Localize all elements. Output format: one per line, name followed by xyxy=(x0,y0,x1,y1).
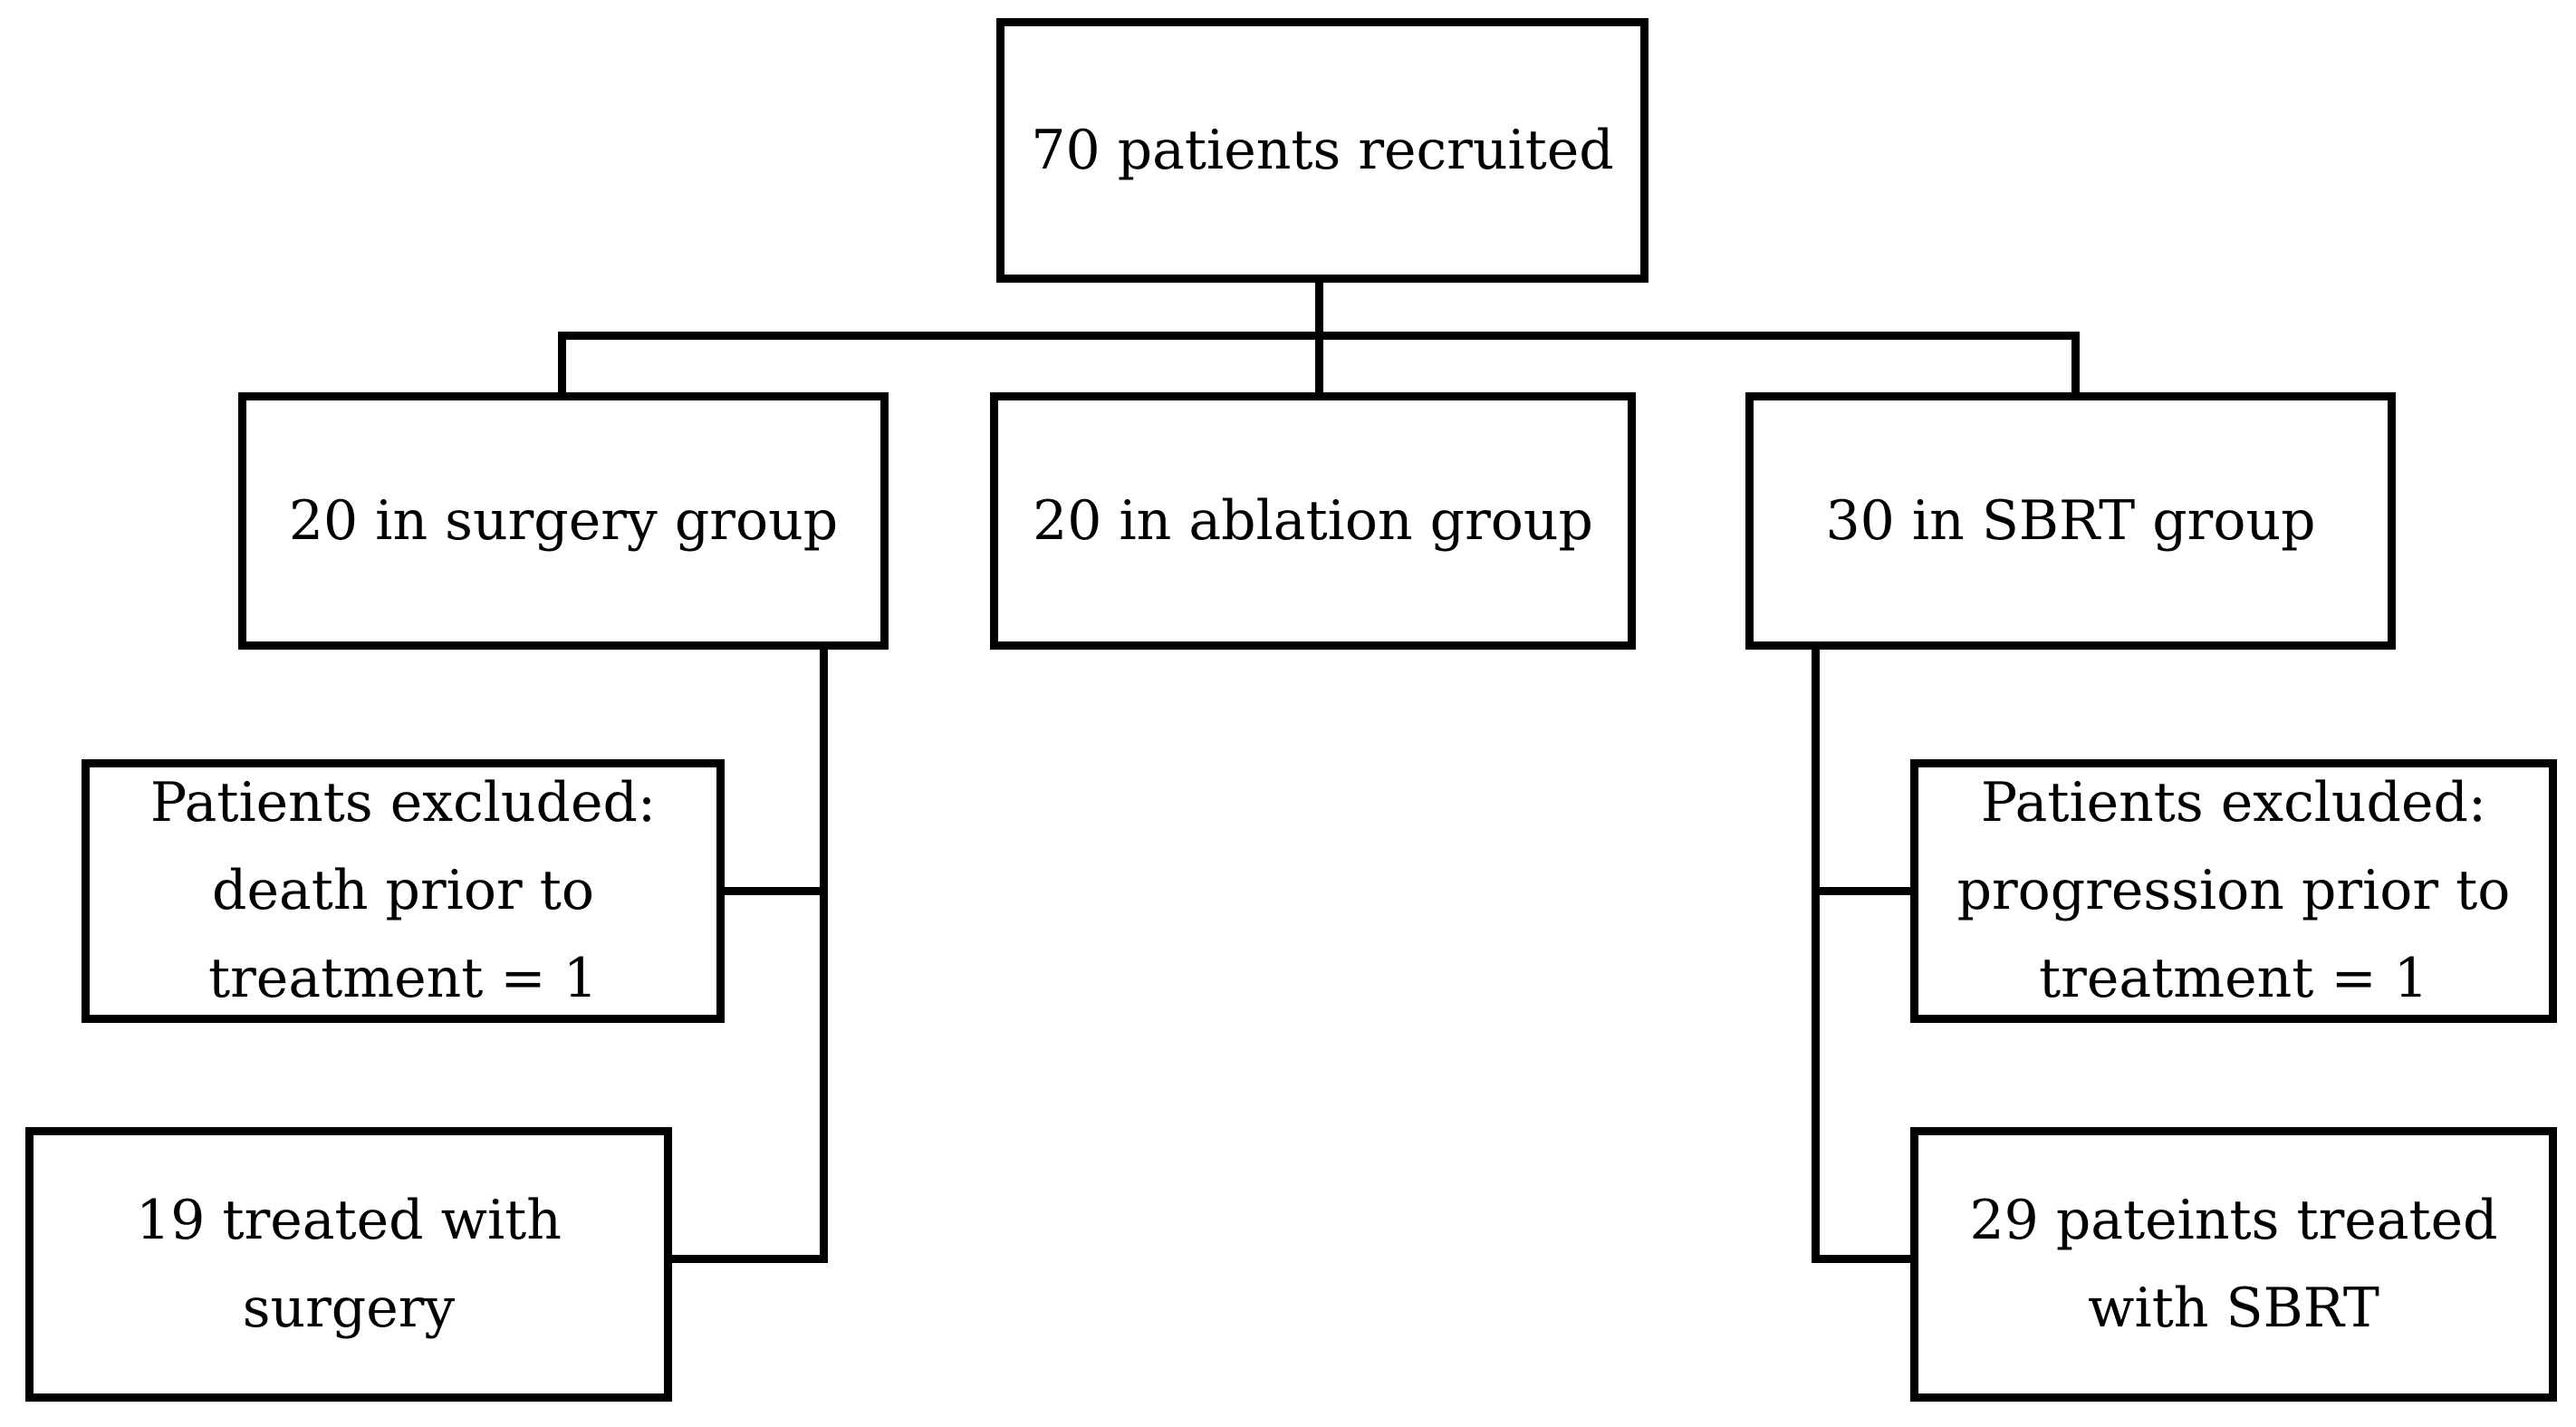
node-treated-with-surgery: 19 treated with surgery xyxy=(25,1127,672,1402)
node-sbrt-group: 30 in SBRT group xyxy=(1745,392,2396,650)
connector-top-drop xyxy=(1315,283,1323,340)
connector-surgery-treated-stub xyxy=(672,1255,820,1263)
node-patients-recruited: 70 patients recruited xyxy=(996,18,1648,283)
node-ablation-group: 20 in ablation group xyxy=(990,392,1636,650)
connector-sbrt-excluded-stub xyxy=(1820,887,1910,895)
connector-center-branch-drop xyxy=(1315,332,1323,392)
connector-sbrt-vertical xyxy=(1812,650,1820,1263)
connector-surgery-excluded-stub xyxy=(725,887,820,895)
connector-surgery-vertical xyxy=(820,650,828,1263)
connector-sbrt-treated-stub xyxy=(1820,1255,1910,1263)
node-treated-with-sbrt: 29 pateints treated with SBRT xyxy=(1910,1127,2557,1402)
node-surgery-group: 20 in surgery group xyxy=(238,392,889,650)
node-excluded-death-prior: Patients excluded: death prior to treatm… xyxy=(82,759,725,1023)
node-excluded-progression-prior: Patients excluded: progression prior to … xyxy=(1910,759,2557,1023)
connector-left-branch-drop xyxy=(558,332,566,392)
connector-right-branch-drop xyxy=(2071,332,2080,392)
